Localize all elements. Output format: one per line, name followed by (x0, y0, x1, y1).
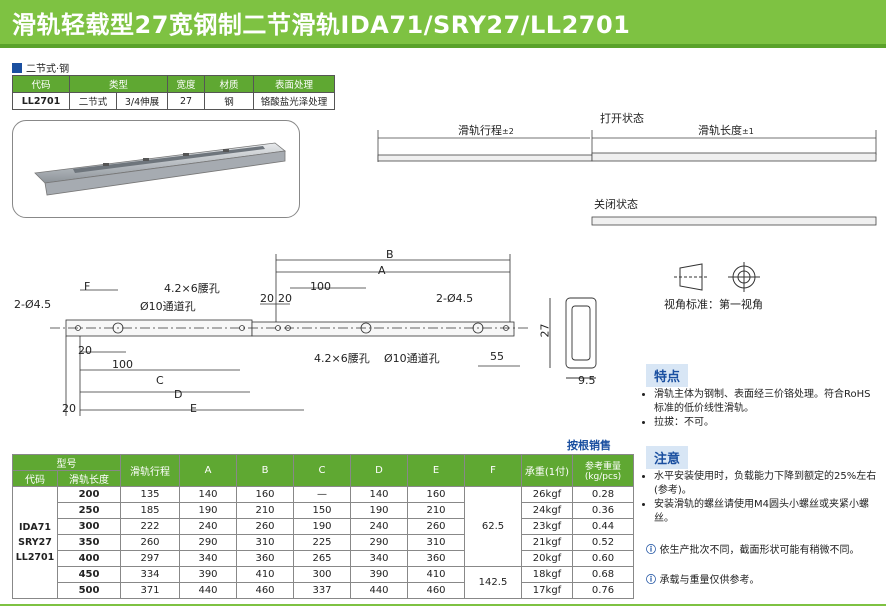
table-row: 350 260 290 310 225 290 310 21kgf 0.52 (13, 534, 634, 551)
spec-col-material: 材质 (204, 75, 254, 93)
dim-27: 27 (538, 323, 552, 338)
table-row: 400 297 340 360 265 340 360 20kgf 0.60 (13, 550, 634, 567)
open-rail-extension (377, 154, 593, 162)
feature-item: 拉拔：不可。 (654, 416, 880, 430)
col-c: C (293, 454, 351, 487)
footer-divider (0, 604, 886, 606)
spec-type1: 二节式 (69, 92, 117, 110)
dimension-drawing (50, 254, 597, 416)
spec-row: LL2701 二节式 3/4伸展 27 钢 铬酸盐光泽处理 (12, 92, 335, 110)
dim-20-d: 20 (62, 402, 76, 415)
dim-f: F (84, 280, 91, 293)
table-row: 300 222 240 260 190 240 260 23kgf 0.44 (13, 518, 634, 535)
closed-state-label: 关闭状态 (594, 198, 638, 211)
sold-per-rail-label: 按根销售 (567, 439, 611, 452)
table-header-row: 型号 滑轨行程 A B C D E F 承重(1付) 参考重量(kg/pcs) (12, 454, 634, 487)
product-image-frame (12, 120, 300, 218)
dim-e: E (190, 402, 197, 415)
closed-rail-body (591, 216, 877, 226)
warning-note-2: ⓘ 承载与重量仅供参考。 (646, 575, 760, 586)
hole-right-label: 2-Ø4.5 (436, 292, 474, 305)
note-item: 水平安装使用时，负载能力下降到额定的25%左右(参考)。 (654, 470, 880, 498)
col-length: 滑轨长度 (57, 470, 121, 487)
dim-20-b: 20 (278, 292, 292, 305)
hole-left-label: 2-Ø4.5 (14, 298, 52, 311)
pass-hole-top-label: Ø10通道孔 (140, 300, 196, 313)
table-row: 450 334 390 410 300 390 410 142.5 18kgf … (13, 566, 634, 599)
page-title: 滑轨轻载型27宽钢制二节滑轨IDA71/SRY27/LL2701 (12, 11, 631, 39)
spec-material: 钢 (204, 92, 254, 110)
header-divider (0, 44, 886, 48)
open-rail-body (591, 152, 877, 162)
spec-header-row: 代码 类型 宽度 材质 表面处理 (12, 75, 335, 93)
length-label: 滑轨长度±1 (698, 124, 754, 137)
col-a: A (179, 454, 237, 487)
spec-width: 27 (167, 92, 205, 110)
dim-20-a: 20 (260, 292, 274, 305)
col-e: E (407, 454, 465, 487)
f-value-cell: 142.5 (464, 566, 522, 599)
dim-d: D (174, 388, 183, 401)
slide-rail-photo (34, 142, 286, 196)
note-item: 安装滑轨的螺丝请使用M4圆头小螺丝或夹紧小螺丝。 (654, 498, 880, 526)
features-list: 滑轨主体为钢制、表面经三价铬处理。符合RoHS标准的低价线性滑轨。 拉拔：不可。 (644, 388, 880, 430)
col-b: B (236, 454, 294, 487)
travel-label: 滑轨行程±2 (458, 124, 514, 137)
square-icon (12, 63, 22, 73)
table-row: IDA71 SRY27 LL2701 200 135 140 160 — 140… (12, 486, 634, 599)
page-header: 滑轨轻载型27宽钢制二节滑轨IDA71/SRY27/LL2701 (0, 0, 886, 44)
spec-code: LL2701 (12, 92, 70, 110)
spec-col-surface: 表面处理 (253, 75, 335, 93)
col-travel: 滑轨行程 (120, 454, 180, 487)
spec-data-table: 型号 滑轨行程 A B C D E F 承重(1付) 参考重量(kg/pcs) … (12, 454, 634, 599)
warning-note-1: ⓘ 依生产批次不同，截面形状可能有稍微不同。 (646, 545, 860, 556)
cross-section-profile (549, 297, 597, 379)
view-standard-label: 视角标准：第一视角 (664, 298, 763, 311)
open-state-label: 打开状态 (600, 112, 644, 125)
first-angle-projection-icon (674, 262, 760, 292)
dim-55: 55 (490, 350, 504, 363)
dim-9-5: 9.5 (578, 374, 596, 387)
spec-surface: 铬酸盐光泽处理 (253, 92, 335, 110)
warning-icon: ⓘ (646, 575, 660, 586)
code-cell: IDA71 SRY27 LL2701 (12, 486, 58, 599)
feature-item: 滑轨主体为钢制、表面经三价铬处理。符合RoHS标准的低价线性滑轨。 (654, 388, 880, 416)
state-diagram (377, 130, 877, 226)
pass-hole-bottom-label: Ø10通道孔 (384, 352, 440, 365)
dim-b: B (386, 248, 394, 261)
col-model: 型号 (12, 454, 121, 471)
table-row: 250 185 190 210 150 190 210 24kgf 0.36 (13, 502, 634, 519)
dim-a: A (378, 264, 386, 277)
spec-table: 代码 类型 宽度 材质 表面处理 LL2701 二节式 3/4伸展 27 钢 铬… (12, 75, 335, 110)
dim-100-top: 100 (310, 280, 331, 293)
col-load: 承重(1付) (521, 454, 573, 487)
table-row: 500 371 440 460 337 440 460 17kgf 0.76 (13, 582, 634, 599)
warning-icon: ⓘ (646, 545, 660, 556)
spec-col-type: 类型 (69, 75, 168, 93)
waist-hole-bottom-label: 4.2×6腰孔 (314, 352, 370, 365)
notes-list: 水平安装使用时，负载能力下降到额定的25%左右(参考)。 安装滑轨的螺丝请使用M… (644, 470, 880, 526)
col-d: D (350, 454, 408, 487)
col-f: F (464, 454, 522, 487)
dim-c: C (156, 374, 164, 387)
dim-100-bottom: 100 (112, 358, 133, 371)
spec-heading: 二节式·钢 (12, 60, 69, 75)
spec-type2: 3/4伸展 (116, 92, 168, 110)
table-subheader-row: 代码 滑轨长度 (12, 470, 634, 487)
dim-20-c: 20 (78, 344, 92, 357)
spec-col-code: 代码 (12, 75, 70, 93)
waist-hole-top-label: 4.2×6腰孔 (164, 282, 220, 295)
features-title: 特点 (646, 364, 689, 387)
f-value-cell: 62.5 (464, 486, 522, 567)
notes-title: 注意 (646, 446, 689, 469)
spec-col-width: 宽度 (167, 75, 205, 93)
col-weight: 参考重量(kg/pcs) (572, 454, 634, 487)
rail-inner-body (251, 321, 515, 337)
col-code: 代码 (12, 470, 58, 487)
